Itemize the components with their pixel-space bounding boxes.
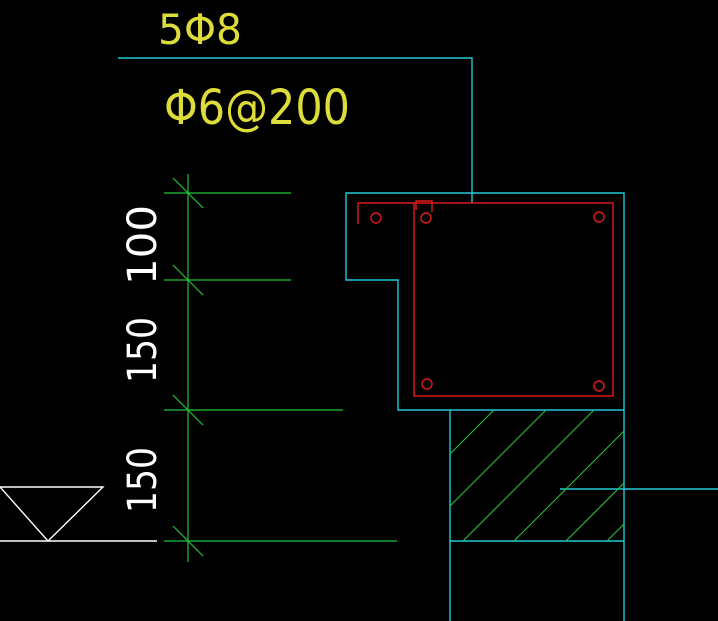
top-rebar-label: 5Φ8 <box>158 5 242 54</box>
beam-outline <box>345 192 625 411</box>
rebar-bar <box>593 211 605 223</box>
dimension-text-lower: 150 <box>120 447 166 513</box>
rebar-bars <box>370 211 605 392</box>
wall-outline <box>449 410 718 621</box>
rebar-bar <box>420 212 432 224</box>
rebar-bar <box>370 212 382 224</box>
dimension-text-middle: 150 <box>120 317 166 383</box>
rebar-bar <box>421 378 433 390</box>
wall-hatch <box>449 409 625 542</box>
leader-line <box>118 57 473 203</box>
rebar-bar <box>593 380 605 392</box>
elevation-symbol <box>0 486 157 543</box>
dimension-lines <box>164 174 397 562</box>
stirrup <box>357 200 614 397</box>
dimension-text-upper: 100 <box>120 205 166 285</box>
stirrup-label: Φ6@200 <box>164 80 350 136</box>
